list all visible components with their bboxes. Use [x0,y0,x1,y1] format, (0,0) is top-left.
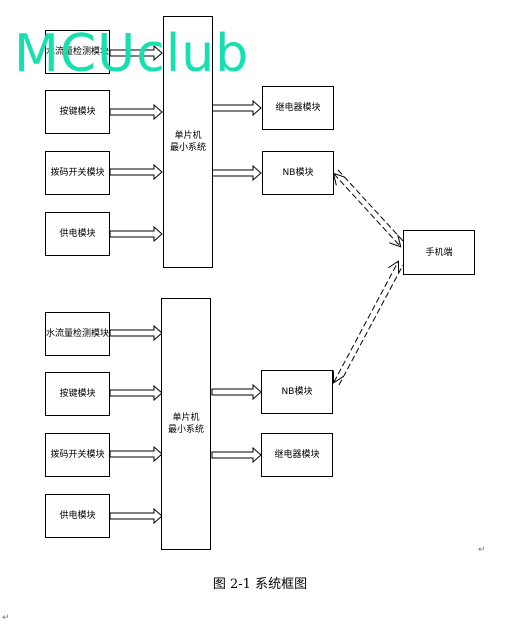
g2-mcu-line1: 单片机 [172,413,200,423]
g2-nb-module: NB模块 [261,370,333,414]
paragraph-mark: ↵ [2,613,10,623]
paragraph-mark: ↵ [478,545,486,555]
watermark-logo: MCUclub [14,24,250,84]
g2-mcu-block: 单片机 最小系统 [161,298,211,550]
g2-arrow-flow [109,324,163,342]
g2-arrow-dip [109,445,163,463]
g1-nb-module: NB模块 [262,151,334,195]
phone-block: 手机端 [403,230,475,275]
figure-caption: 图 2-1 系统框图 [212,577,308,592]
g1-key-module: 按键模块 [45,90,110,134]
wireless-links [334,169,405,386]
g1-arrow-relay [211,99,262,117]
g1-mcu-block: 单片机 最小系统 [163,16,213,268]
g1-power-module: 供电模块 [45,212,110,256]
g1-arrow-power [109,225,163,243]
g2-power-module: 供电模块 [45,494,110,538]
g2-dip-module: 拨码开关模块 [45,433,110,477]
g2-arrow-nb [211,383,262,401]
g2-relay-module: 继电器模块 [261,433,333,477]
g1-arrow-flow [109,44,163,62]
link-nb1-phone-a [334,174,400,246]
g1-input-arrows [109,44,262,243]
g2-input-arrows [109,324,262,525]
g1-relay-module: 继电器模块 [262,86,334,130]
g2-key-module: 按键模块 [45,372,110,416]
link-nb2-phone-a [334,262,398,382]
link-nb1-phone-b [337,169,405,243]
g1-arrow-dip [109,163,163,181]
g2-arrow-key [109,384,163,402]
g1-flow-module: 水流量检测模块 [45,30,110,74]
g1-mcu-line1: 单片机 [174,131,202,141]
link-nb2-phone-b [338,264,404,386]
g1-mcu-line2: 最小系统 [169,143,206,153]
g2-mcu-line2: 最小系统 [167,425,204,435]
g1-arrow-nb [211,164,262,182]
g1-arrow-key [109,103,163,121]
g1-dip-module: 拨码开关模块 [45,151,110,195]
g2-flow-module: 水流量检测模块 [45,312,110,356]
g2-arrow-power [109,507,163,525]
g2-arrow-relay [211,446,262,464]
